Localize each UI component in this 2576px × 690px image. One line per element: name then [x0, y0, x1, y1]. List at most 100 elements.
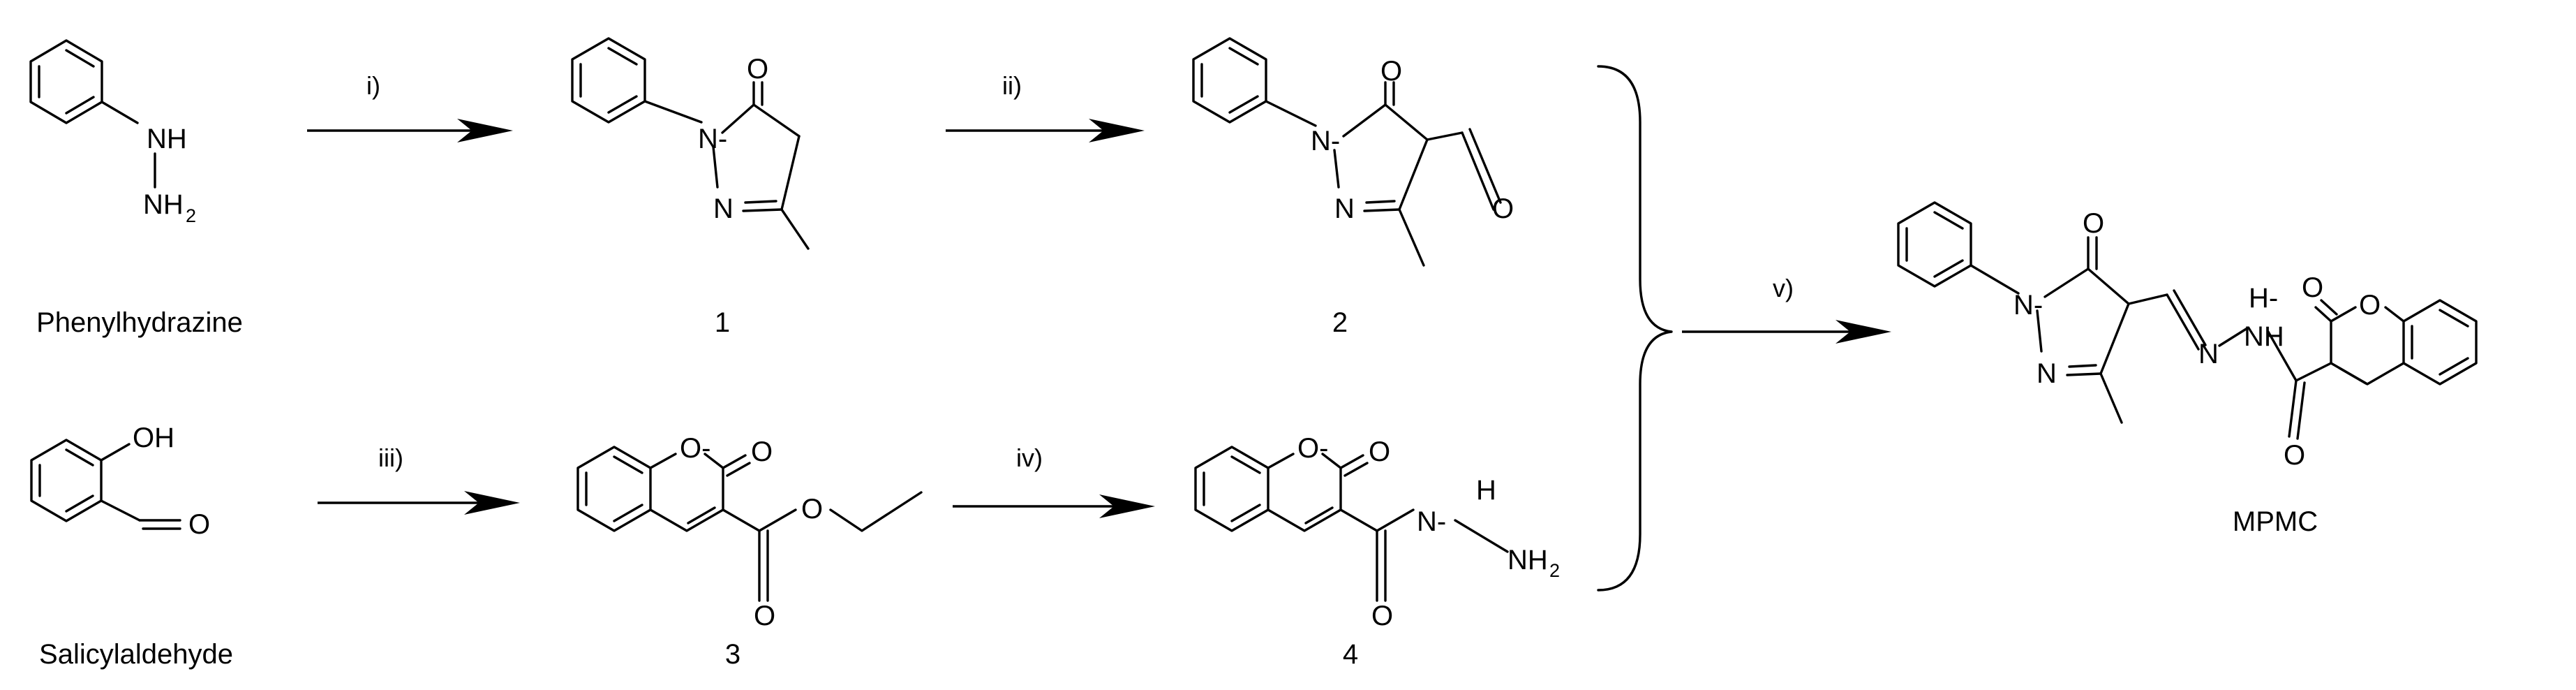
atom-n1: N- [2013, 290, 2043, 321]
label-compound-1: 1 [715, 307, 730, 338]
atom-imine-n: N [2198, 339, 2219, 369]
atom-nh2-subscript: 2 [1549, 560, 1560, 581]
bond-n2-n1 [1333, 149, 1340, 189]
phenyl-ring [29, 39, 103, 124]
bond-ester-o [758, 508, 797, 532]
bond-n2-n1 [2036, 309, 2043, 353]
arrow-step-iv [953, 494, 1155, 518]
atom-nh: NH [147, 124, 187, 154]
atom-ester-carbonyl-o: O [754, 601, 775, 631]
bond-lactone-co-double [1339, 454, 1369, 477]
bond-c5-c4 [1384, 103, 1429, 141]
bond-methyl [2099, 372, 2123, 424]
bond-c5-o-double [2087, 236, 2098, 270]
bond-ester-co-double [758, 529, 769, 602]
benzo-ring [576, 446, 652, 532]
structure-compound-3: O- O O O [576, 433, 923, 631]
structure-compound-4: O- O O H N- NH 2 [1194, 433, 1560, 631]
atom-amide-carbonyl-o: O [1371, 601, 1393, 631]
bond-c4-cho [1426, 131, 1464, 141]
atom-n1: N- [698, 124, 727, 154]
bond-cho-o-double [1461, 128, 1502, 211]
label-step-iii: iii) [378, 443, 403, 472]
bond-n2-n1 [712, 145, 719, 189]
bond-lactone-co-double [722, 454, 751, 477]
label-compound-3: 3 [725, 639, 740, 670]
atom-h: H [1476, 475, 1496, 506]
structure-phenylhydrazine: NH NH 2 [29, 39, 196, 226]
atom-o: O [2083, 208, 2104, 239]
bond-ring-nh [100, 101, 139, 124]
bond-c5-c4 [752, 103, 801, 138]
bond-ring-oh [100, 443, 131, 462]
bond-c3-ester [722, 508, 761, 532]
arrow-step-i [307, 119, 513, 142]
bond-c4-c3 [780, 135, 801, 211]
atom-n2: N [713, 193, 734, 224]
atom-ring-o: O- [680, 433, 710, 464]
bond-n1-c5 [721, 103, 755, 134]
atom-n1: N- [1311, 126, 1340, 156]
arrow-step-iii [318, 491, 520, 515]
bond-amide-co-double [1376, 529, 1387, 602]
label-compound-2: 2 [1332, 307, 1348, 338]
atom-lactone-carbonyl-o: O [2302, 272, 2323, 303]
atom-n2: N [1334, 193, 1355, 224]
bond-methyl [780, 208, 810, 250]
phenyl-ring [1192, 37, 1267, 124]
pyrone-cc-double [687, 506, 716, 524]
bond-c3-n2-double [1363, 200, 1401, 212]
atom-nh: NH [2244, 321, 2284, 352]
label-salicylaldehyde: Salicylaldehyde [39, 639, 233, 670]
bond-methyl [1398, 208, 1425, 267]
label-step-iv: iv) [1016, 443, 1043, 472]
bond-c5-o-double [752, 81, 764, 106]
atom-carbonyl-o: O [751, 436, 773, 467]
benzo-ring [1194, 446, 1270, 532]
benzo-double-bonds [585, 455, 643, 522]
label-step-i: i) [366, 71, 380, 100]
atom-n2: N [2037, 358, 2057, 389]
bond-ch-n-double [2166, 289, 2207, 351]
bond-amide-co-double [2288, 379, 2306, 440]
bond-c4-c3 [2099, 302, 2130, 375]
label-step-v: v) [1773, 274, 1794, 302]
pyrone-cc-double [1304, 506, 1334, 524]
bond-c5-c4 [2087, 267, 2130, 305]
phenyl-ring [1897, 201, 1972, 288]
label-phenylhydrazine: Phenylhydrazine [36, 307, 243, 338]
pyrone-ring [649, 453, 724, 532]
atom-o: O [747, 54, 768, 85]
atom-n: N- [1417, 506, 1446, 537]
bond-n1-c5 [1342, 103, 1387, 138]
atom-aldehyde-o: O [1492, 193, 1514, 224]
aromatic-double-bonds [1200, 47, 1259, 114]
aromatic-double-bonds [1905, 211, 1964, 278]
label-step-ii: ii) [1002, 71, 1022, 100]
bond-ring-n1 [1265, 100, 1317, 127]
benzo-ring [2402, 299, 2478, 386]
aromatic-double-bonds [38, 49, 95, 115]
pyrone-cc-double [2338, 367, 2367, 385]
atom-nh2-subscript: 2 [186, 205, 196, 226]
bond-ethyl [829, 491, 923, 532]
benzo-double-bonds [2411, 309, 2469, 376]
arrow-step-v [1682, 320, 1891, 344]
atom-ring-o: O [2359, 290, 2381, 321]
structure-compound-2: O N- N O [1192, 37, 1514, 267]
bond-amide-n [1376, 508, 1415, 532]
bond-ring-cho [100, 499, 141, 522]
atom-h: H- [2249, 283, 2278, 314]
benzo-double-bonds [1203, 455, 1261, 522]
atom-carbonyl-o: O [1369, 436, 1390, 467]
bond-c4-ch [2127, 293, 2168, 305]
bond-n-nh [2218, 327, 2249, 347]
bond-ring-n1 [1970, 264, 2020, 295]
atom-nh2-n: NH [143, 189, 184, 220]
atom-aldehyde-o: O [188, 509, 210, 540]
label-mpmc: MPMC [2233, 506, 2318, 537]
structure-compound-1: O N- N [571, 37, 810, 250]
label-compound-4: 4 [1343, 639, 1358, 670]
bond-n1-c5 [2043, 267, 2090, 298]
bond-n-nh2 [1454, 519, 1509, 553]
